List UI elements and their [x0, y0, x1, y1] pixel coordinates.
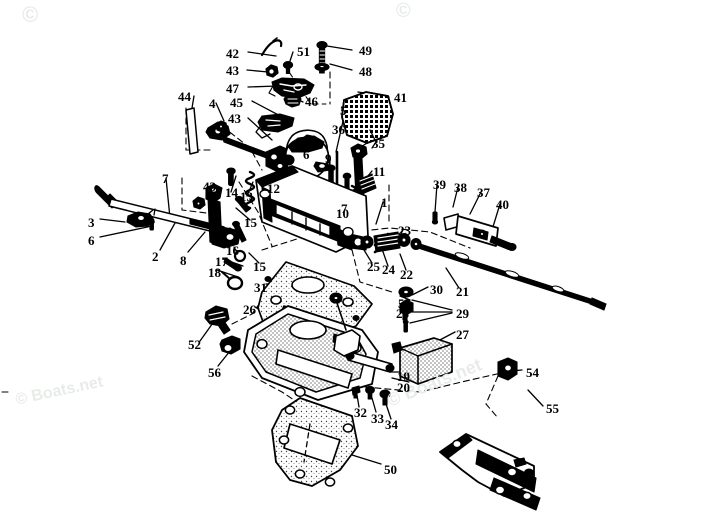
callout-number: 30 — [430, 282, 443, 297]
callout-number: 52 — [188, 337, 201, 352]
callout-number: 38 — [454, 180, 467, 195]
callout-number: 31 — [254, 280, 267, 295]
callout-number: 40 — [496, 197, 509, 212]
callout-number: 26 — [243, 302, 256, 317]
callout-number: 48 — [359, 64, 372, 79]
callout-number: 8 — [180, 253, 187, 268]
callout-number: 25 — [367, 259, 380, 274]
callout-number: 20 — [397, 380, 410, 395]
callout-number: 4 — [209, 96, 216, 111]
callout-number: 22 — [400, 267, 413, 282]
callout-number: 13 — [240, 189, 253, 204]
callout-number: 9 — [325, 151, 332, 166]
callout-number: 46 — [305, 94, 318, 109]
callout-number: 1 — [381, 195, 388, 210]
callout-number: 43 — [203, 179, 216, 194]
callout-number: 33 — [371, 411, 384, 426]
callout-number: 34 — [385, 417, 398, 432]
callout-number: 10 — [336, 206, 349, 221]
callout-number: 5 — [340, 103, 347, 118]
callout-number: 7 — [341, 201, 348, 216]
callout-number: 53 — [398, 296, 411, 311]
callout-number: 50 — [384, 462, 397, 477]
callout-number: 35 — [372, 136, 385, 151]
callout-number: 27 — [456, 327, 469, 342]
callout-number: 19 — [397, 369, 410, 384]
callout-number: 55 — [546, 401, 559, 416]
callout-number: 36 — [332, 122, 345, 137]
callout-number: 24 — [382, 262, 395, 277]
callout-number: 43 — [226, 63, 239, 78]
callout-number: 32 — [354, 405, 367, 420]
callout-number: 49 — [359, 43, 372, 58]
callout-number: 21 — [456, 284, 469, 299]
callout-number: 56 — [208, 365, 221, 380]
callout-number: 12 — [267, 181, 280, 196]
callout-number: 3 — [88, 215, 95, 230]
callout-number: 42 — [226, 46, 239, 61]
callout-number: 16 — [226, 243, 239, 258]
callout-number: 14 — [225, 185, 238, 200]
callout-number: 54 — [526, 365, 539, 380]
callout-number: 11 — [373, 164, 386, 179]
callout-number: 51 — [297, 44, 310, 59]
callout-number: 39 — [433, 177, 446, 192]
callout-number: 6 — [88, 233, 95, 248]
callout-number: 15 — [244, 215, 257, 230]
callout-number: 43 — [228, 111, 241, 126]
callout-number: 17 — [215, 254, 228, 269]
callout-number: 47 — [226, 81, 239, 96]
callout-number: 29 — [456, 306, 469, 321]
callout-number: 15 — [253, 259, 266, 274]
callout-number: 44 — [178, 89, 191, 104]
callout-number: 37 — [477, 185, 490, 200]
callout-number: 2 — [152, 249, 159, 264]
callout-number: 7 — [162, 171, 169, 186]
callout-number: 41 — [394, 90, 407, 105]
callout-number: 6 — [303, 147, 310, 162]
callout-number: 23 — [398, 223, 411, 238]
callout-number: 45 — [230, 95, 243, 110]
callout-number: 18 — [208, 265, 221, 280]
callout-number: 28 — [396, 306, 409, 321]
